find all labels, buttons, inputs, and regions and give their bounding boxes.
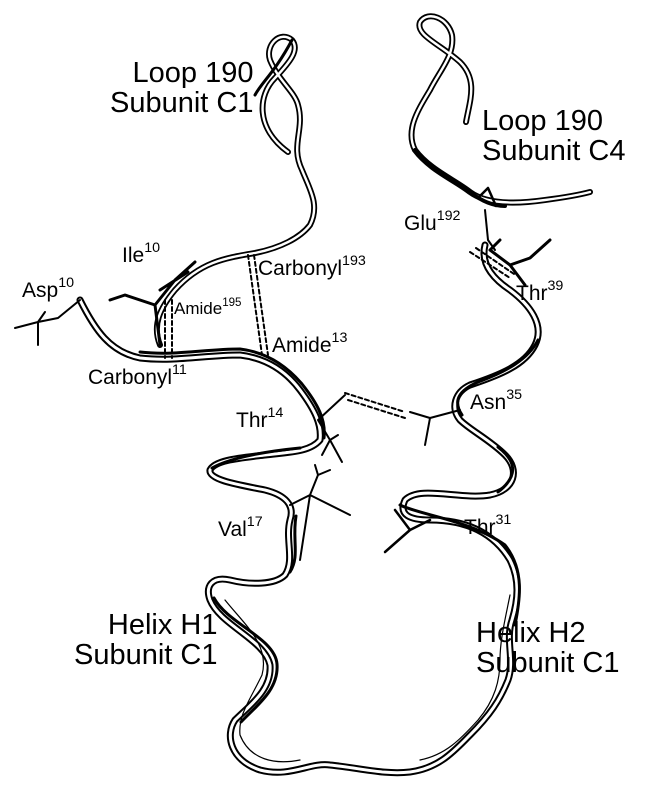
- val17-label: Val17: [218, 513, 263, 541]
- thr31-label: Thr31: [464, 511, 512, 539]
- asn35-sidechain: [409, 409, 461, 446]
- amide13-label: Amide13: [272, 329, 348, 357]
- loop-190-c1-ribbon: [153, 33, 318, 348]
- asn35-label: Asn35: [470, 386, 523, 414]
- asp10-label: Asp10: [22, 274, 75, 302]
- hbond-amide195-carbonyl11: [164, 299, 173, 359]
- ile10-label: Ile10: [122, 239, 161, 267]
- hbond-glu192-thr39: [469, 247, 515, 279]
- thr14-label: Thr14: [236, 404, 284, 432]
- loop-190-c4-ribbon: [408, 13, 593, 208]
- asp10-sidechain: [14, 299, 81, 346]
- helix-h2-label: Helix H2 Subunit C1: [476, 617, 620, 680]
- amide195-label: Amide195: [174, 296, 242, 318]
- ile10-sidechain: [108, 260, 197, 347]
- loop-190-c1-label: Loop 190 Subunit C1: [110, 57, 254, 120]
- hydrogen-bonds: [164, 247, 515, 419]
- glu192-sidechain: [484, 209, 496, 251]
- ribbon-inner-c1: [155, 35, 316, 347]
- side-chains: [14, 209, 552, 561]
- hbond-thr14-asn35: [344, 392, 406, 419]
- carbonyl193-label: Carbonyl193: [258, 252, 366, 280]
- carbonyl11-label: Carbonyl11: [88, 361, 187, 389]
- main-backbone-ribbon: [76, 241, 542, 777]
- glu192-label: Glu192: [404, 207, 461, 235]
- val17-sidechain: [289, 464, 351, 561]
- thr39-sidechain: [488, 238, 552, 287]
- thr31-sidechain: [383, 508, 432, 554]
- helix-h1-label: Helix H1 Subunit C1: [74, 609, 218, 672]
- hbond-carbonyl193-amide13: [247, 254, 269, 356]
- loop-190-c4-label: Loop 190 Subunit C4: [482, 105, 626, 168]
- thr14-sidechain: [317, 394, 346, 463]
- thr39-label: Thr39: [516, 277, 564, 305]
